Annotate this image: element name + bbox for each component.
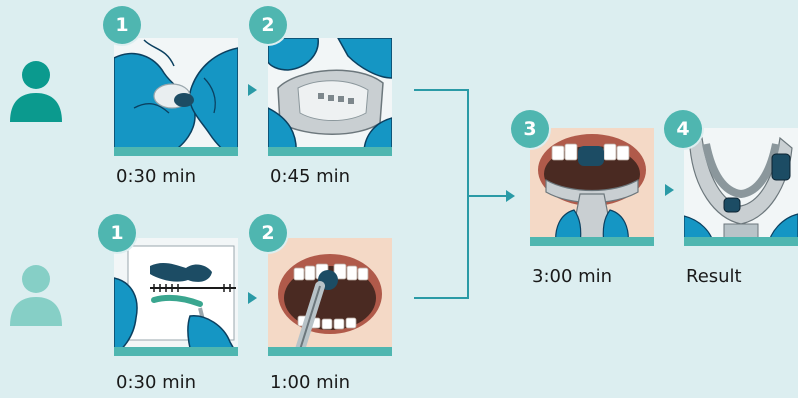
step-badge-row1-1: 1 — [103, 6, 141, 44]
step-time-row1-1: 0:30 min — [116, 166, 196, 187]
connector-line-top — [414, 90, 468, 196]
step-badge-4: 4 — [664, 110, 702, 148]
panel-bar — [268, 147, 392, 156]
step-panel-3 — [530, 128, 654, 246]
step-panel-row2-1 — [114, 238, 238, 356]
illustration-tray-in-mouth — [530, 128, 654, 246]
step-badge-row2-1: 1 — [98, 214, 136, 252]
step-time-row2-1: 0:30 min — [116, 372, 196, 393]
illustration-loading-tray — [268, 38, 392, 156]
step-time-3: 3:00 min — [532, 266, 612, 287]
panel-bar — [114, 347, 238, 356]
step-panel-row1-2 — [268, 38, 392, 156]
step-badge-row1-2: 2 — [249, 6, 287, 44]
step-result-label: Result — [686, 266, 742, 287]
triangle-arrow-icon — [665, 184, 674, 196]
panel-bar — [114, 147, 238, 156]
step-badge-row2-2: 2 — [249, 214, 287, 252]
triangle-arrow-icon — [248, 84, 257, 96]
triangle-arrow-icon — [248, 292, 257, 304]
step-panel-4 — [684, 128, 798, 246]
step-panel-row1-1 — [114, 38, 238, 156]
panel-bar — [268, 347, 392, 356]
illustration-syringe-mouth — [268, 238, 392, 356]
illustration-kneading-putty — [114, 38, 238, 156]
panel-bar — [530, 237, 654, 246]
step-time-row2-2: 1:00 min — [270, 372, 350, 393]
connector-line-bottom — [414, 196, 468, 298]
step-panel-row2-2 — [268, 238, 392, 356]
illustration-mixing-pad — [114, 238, 238, 356]
panel-bar — [684, 237, 798, 246]
step-time-row1-2: 0:45 min — [270, 166, 350, 187]
step-badge-3: 3 — [511, 110, 549, 148]
triangle-arrow-icon — [506, 190, 515, 202]
illustration-finished-impression — [684, 128, 798, 246]
